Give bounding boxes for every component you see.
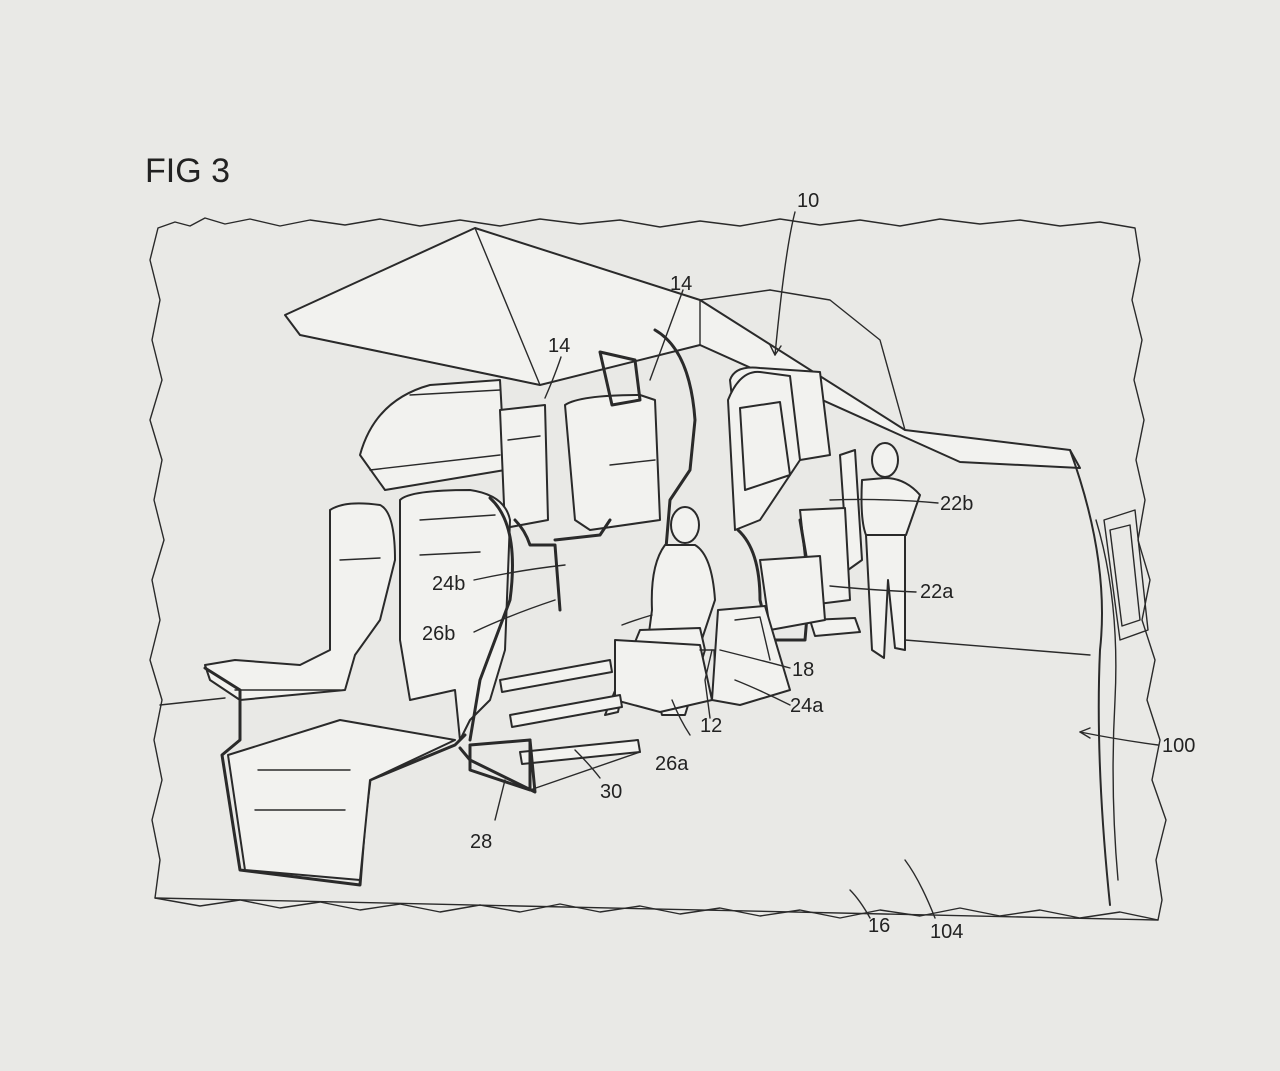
label-16: 16 (868, 915, 890, 937)
label-26a: 26a (655, 753, 689, 775)
foreground-seat (203, 502, 467, 887)
cabin-side-wall (1069, 449, 1149, 906)
label-10: 10 (797, 190, 819, 212)
label-12: 12 (700, 715, 722, 737)
label-28: 28 (470, 831, 492, 853)
figure-title: FIG 3 (145, 152, 230, 190)
cabin-floor (154, 639, 1159, 921)
label-18: 18 (792, 659, 814, 681)
label-22a: 22a (920, 581, 954, 603)
upper-seats-14 (499, 328, 697, 562)
front-upper-seat-frame (399, 489, 612, 794)
label-14-left: 14 (548, 335, 570, 357)
label-104: 104 (930, 921, 963, 943)
upper-seat-structure-10 (727, 370, 826, 642)
label-100: 100 (1162, 735, 1195, 757)
label-22b: 22b (940, 493, 973, 515)
leader-lines (473, 211, 1159, 919)
torn-frame-border (149, 217, 1167, 921)
lower-seat-12 (614, 605, 791, 713)
standing-passenger (860, 442, 921, 659)
label-26b: 26b (422, 623, 455, 645)
overhead-bin (284, 227, 1081, 469)
label-24a: 24a (790, 695, 824, 717)
label-24b: 24b (432, 573, 465, 595)
label-14-right: 14 (670, 273, 692, 295)
label-30: 30 (600, 781, 622, 803)
step-structure (468, 659, 641, 792)
